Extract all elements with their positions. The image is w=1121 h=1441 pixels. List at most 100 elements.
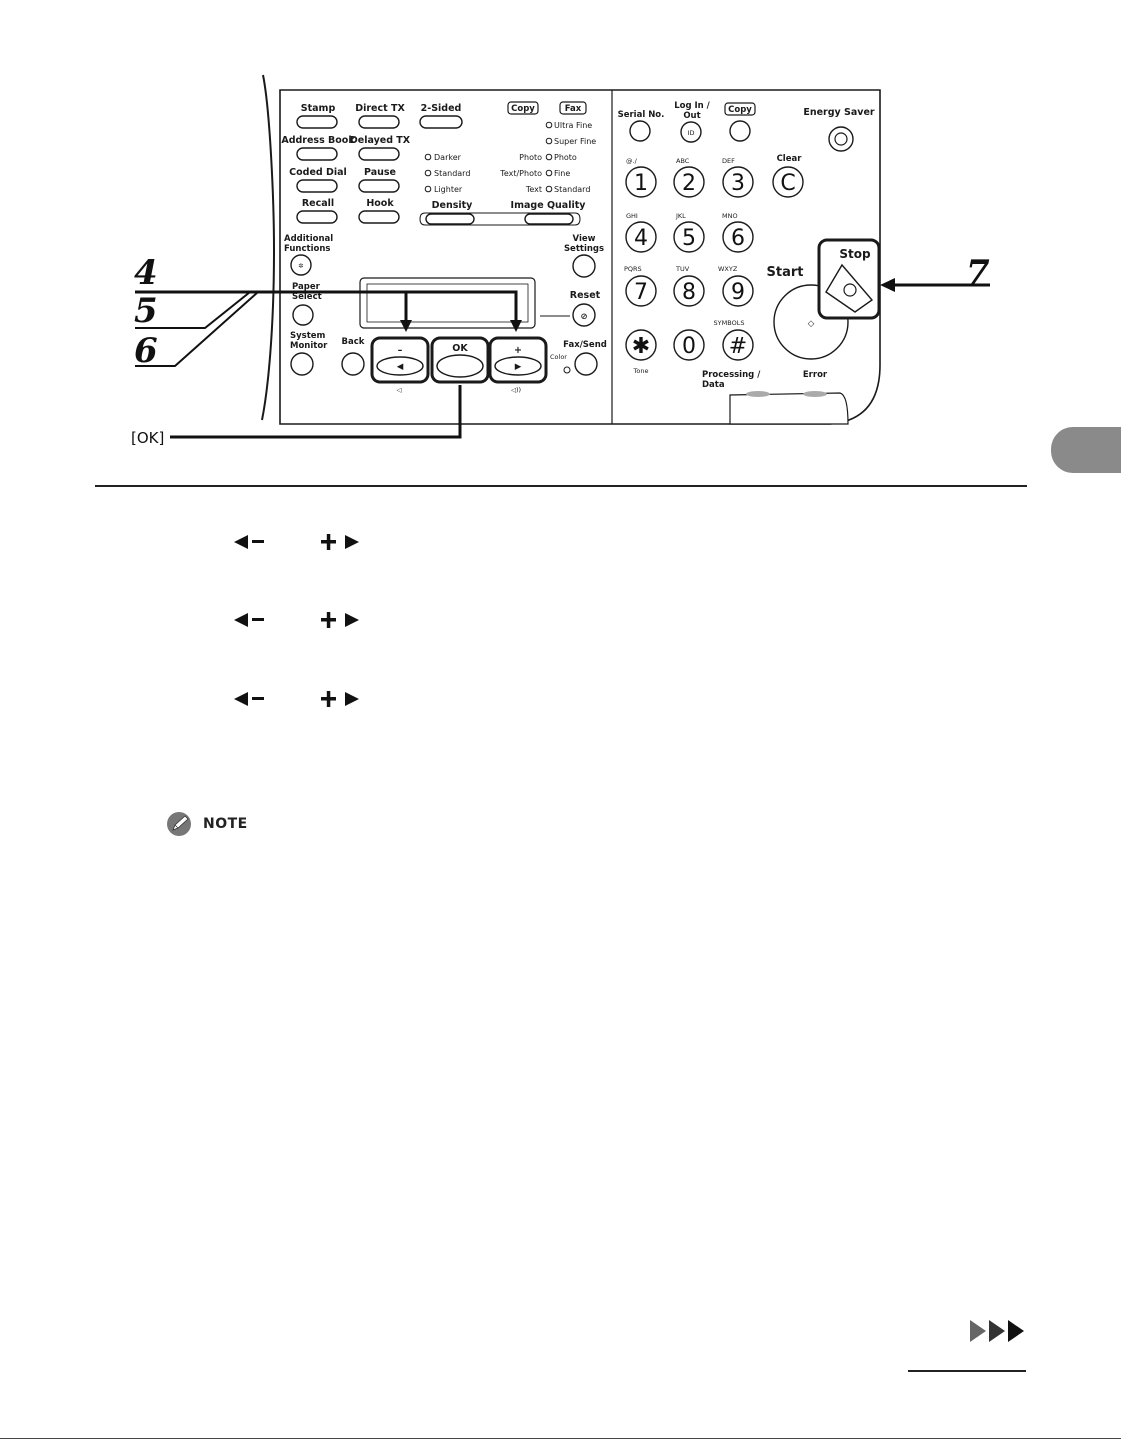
ok-label: OK bbox=[452, 343, 468, 354]
key-7[interactable] bbox=[625, 275, 657, 307]
right-arrow-icon bbox=[345, 692, 359, 706]
stop-button[interactable] bbox=[825, 263, 874, 313]
log-in-label-1: Log In / bbox=[674, 101, 710, 111]
delayed-tx-label: Delayed TX bbox=[350, 135, 411, 146]
address-book-button[interactable] bbox=[296, 147, 338, 161]
callout-step-4: 4 bbox=[134, 253, 158, 293]
right-arrow-icon bbox=[345, 613, 359, 627]
key-3[interactable] bbox=[722, 166, 754, 198]
two-sided-button[interactable] bbox=[419, 115, 463, 129]
hash-key[interactable] bbox=[722, 329, 754, 361]
minus-left-button[interactable] bbox=[376, 356, 424, 376]
key-6-digit: 6 bbox=[731, 226, 745, 251]
view-settings-label-1: View bbox=[573, 234, 596, 244]
key-1[interactable] bbox=[625, 166, 657, 198]
key-6[interactable] bbox=[722, 221, 754, 253]
back-button[interactable] bbox=[341, 352, 365, 376]
fax-led-super-fine: Super Fine bbox=[554, 137, 596, 146]
additional-functions-button[interactable] bbox=[290, 254, 312, 276]
stamp-label: Stamp bbox=[301, 103, 336, 114]
density-button[interactable] bbox=[425, 213, 475, 225]
error-indicator bbox=[803, 391, 827, 397]
energy-saver-button[interactable] bbox=[828, 126, 854, 152]
key-2[interactable] bbox=[673, 166, 705, 198]
fax-led-fine: Fine bbox=[554, 169, 570, 178]
copy-key-tag: Copy bbox=[728, 105, 752, 115]
key-4[interactable] bbox=[625, 221, 657, 253]
stamp-button[interactable] bbox=[296, 115, 338, 129]
delayed-tx-button[interactable] bbox=[358, 147, 400, 161]
key-6-sub: MNO bbox=[722, 212, 738, 220]
key-3-sub: DEF bbox=[722, 157, 735, 165]
note-label: NOTE bbox=[203, 816, 248, 832]
page-bottom-rule bbox=[0, 1438, 1121, 1439]
reset-button[interactable] bbox=[572, 303, 596, 327]
key-3-digit: 3 bbox=[731, 171, 745, 196]
stop-icon bbox=[843, 283, 857, 297]
error-label: Error bbox=[803, 370, 828, 380]
key-0[interactable] bbox=[673, 329, 705, 361]
section-divider bbox=[95, 485, 1027, 487]
direct-tx-label: Direct TX bbox=[355, 103, 405, 114]
callout-step-7: 7 bbox=[966, 253, 990, 293]
copy-tag: Copy bbox=[511, 104, 535, 114]
callout-step-6: 6 bbox=[134, 331, 158, 371]
additional-functions-icon: ✲ bbox=[298, 262, 303, 270]
key-8[interactable] bbox=[673, 275, 705, 307]
clear-key-glyph: C bbox=[780, 171, 795, 196]
copy-key-button[interactable] bbox=[729, 120, 751, 142]
paper-select-button[interactable] bbox=[292, 304, 314, 326]
footer-rule bbox=[908, 1370, 1026, 1372]
system-monitor-label-1: System bbox=[290, 331, 326, 341]
left-arrow-icon: ◀ bbox=[397, 362, 404, 372]
plus-sub-icon: ◁)) bbox=[511, 386, 521, 394]
hook-button[interactable] bbox=[358, 210, 400, 224]
serial-no-button[interactable] bbox=[629, 120, 651, 142]
processing-data-indicator bbox=[746, 391, 770, 397]
address-book-label: Address Book bbox=[281, 135, 355, 146]
log-in-out-button[interactable] bbox=[680, 121, 702, 143]
ok-button[interactable] bbox=[436, 354, 484, 378]
star-key[interactable] bbox=[625, 329, 657, 361]
plus-right-button[interactable] bbox=[494, 356, 542, 376]
hash-key-glyph: # bbox=[729, 334, 747, 359]
key-5-sub: JKL bbox=[675, 212, 686, 220]
density-led-darker: Darker bbox=[434, 153, 462, 162]
paper-select-label: Paper bbox=[292, 282, 321, 292]
system-monitor-button[interactable] bbox=[290, 352, 314, 376]
fax-send-button[interactable] bbox=[574, 352, 598, 376]
image-quality-button[interactable] bbox=[524, 213, 574, 225]
pause-button[interactable] bbox=[358, 179, 400, 193]
color-label: Color bbox=[550, 353, 567, 361]
pencil-icon bbox=[167, 812, 191, 836]
hook-label: Hook bbox=[366, 198, 394, 209]
key-9-digit: 9 bbox=[731, 280, 745, 305]
key-4-sub: GHI bbox=[626, 212, 638, 220]
minus-icon bbox=[252, 540, 264, 543]
view-settings-button[interactable] bbox=[572, 254, 596, 278]
key-5[interactable] bbox=[673, 221, 705, 253]
key-1-sub: @./ bbox=[626, 157, 638, 165]
coded-dial-label: Coded Dial bbox=[289, 167, 347, 178]
step-line-2 bbox=[232, 609, 372, 631]
pause-label: Pause bbox=[364, 167, 396, 178]
two-sided-label: 2-Sided bbox=[421, 103, 462, 114]
plus-label: + bbox=[514, 345, 522, 356]
energy-saver-label: Energy Saver bbox=[803, 107, 875, 118]
density-label: Density bbox=[432, 200, 474, 211]
minus-icon bbox=[252, 697, 264, 700]
note-heading: NOTE bbox=[165, 810, 248, 838]
direct-tx-button[interactable] bbox=[358, 115, 400, 129]
key-0-digit: 0 bbox=[682, 334, 696, 359]
step-line-1 bbox=[232, 531, 372, 553]
callout-ok: [OK] bbox=[131, 429, 164, 447]
clear-label: Clear bbox=[777, 154, 803, 164]
key-9[interactable] bbox=[722, 275, 754, 307]
fax-led-photo: Photo bbox=[554, 153, 577, 162]
fax-tag: Fax bbox=[565, 104, 582, 114]
copy-quality-text-photo: Text/Photo bbox=[499, 169, 542, 178]
recall-button[interactable] bbox=[296, 210, 338, 224]
clear-button[interactable] bbox=[772, 166, 804, 198]
key-4-digit: 4 bbox=[634, 226, 648, 251]
coded-dial-button[interactable] bbox=[296, 179, 338, 193]
